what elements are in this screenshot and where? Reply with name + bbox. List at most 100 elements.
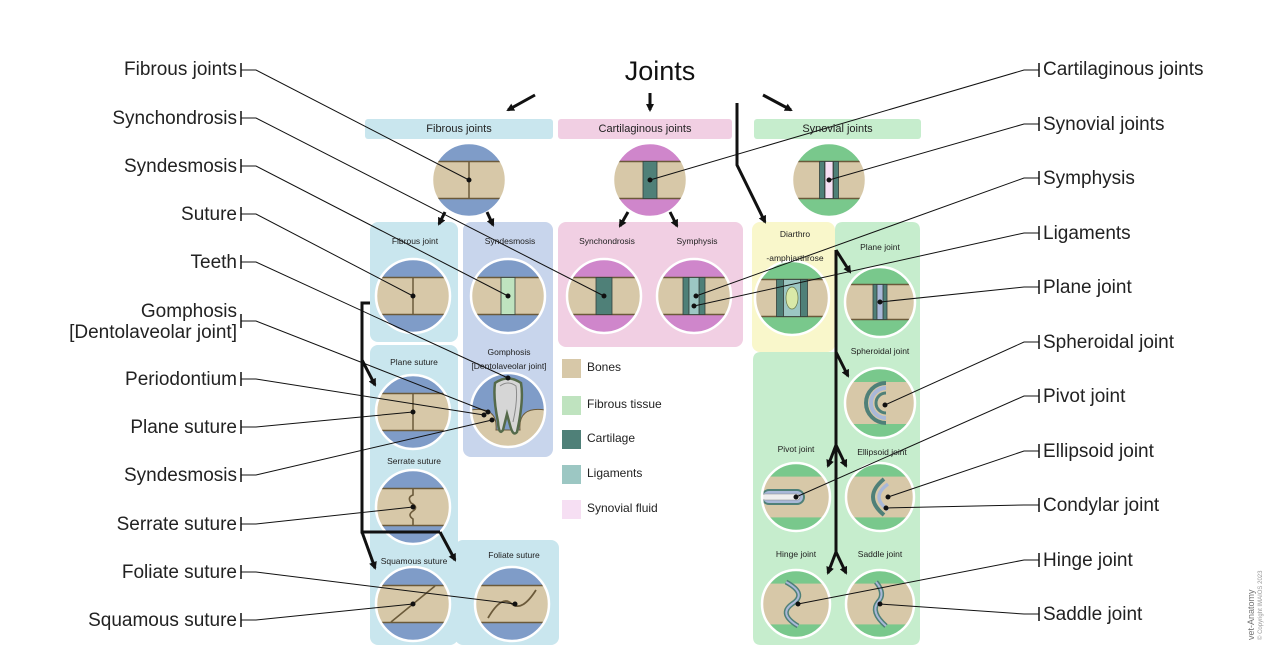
leader-squamous-suture (241, 603, 414, 621)
legend-swatch (562, 396, 581, 415)
leader-plane-joint (879, 286, 1039, 303)
leader-cartilaginous-joints (649, 69, 1039, 181)
label-syndesmosis: Syndesmosis (484, 236, 536, 246)
leader-spheroidal-joint (884, 341, 1039, 406)
legend-label: Ligaments (587, 466, 643, 480)
right-label: Cartilaginous joints (1043, 59, 1204, 80)
leader-symphysis (695, 177, 1039, 297)
foliate-suture-circle (473, 565, 551, 643)
leader-pivot-joint (795, 395, 1039, 498)
legend-swatch (562, 465, 581, 484)
label-foliate-suture: Foliate suture (488, 550, 540, 560)
leader-synchondrosis (241, 117, 605, 297)
label-plane-joint: Plane joint (860, 242, 900, 252)
leader-condylar-joint (885, 504, 1039, 509)
arrow-to-synchondrosis (618, 211, 630, 228)
left-label: [Dentolaveolar joint] (69, 322, 237, 343)
ellipsoid-joint-circle (844, 461, 916, 533)
legend-swatch (562, 500, 581, 519)
leader-fibrous-joints (241, 69, 470, 181)
leader-gomphosis (241, 320, 489, 413)
right-label: Condylar joint (1043, 495, 1160, 516)
legend-swatch (562, 430, 581, 449)
left-label: Plane suture (130, 417, 237, 438)
header-cartilaginous-joints: Cartilaginous joints (598, 123, 692, 135)
watermark-brand: vet-Anatomy (1246, 589, 1256, 640)
header-fibrous-joints: Fibrous joints (426, 123, 492, 135)
saddle-joint-circle (844, 568, 916, 640)
leader-syndesmosis (241, 165, 509, 297)
pivot-joint-circle (760, 461, 832, 533)
left-label: Squamous suture (88, 610, 237, 631)
fibrous-joints-circle (430, 141, 508, 219)
arrow-to-diarthro (735, 103, 767, 224)
legend-swatch (562, 359, 581, 378)
leader-plane-suture (241, 411, 414, 428)
leader-teeth (241, 261, 509, 379)
cartilaginous-header-bg (558, 119, 732, 139)
leader-periodontium (241, 378, 485, 416)
label-amphiarthrose: -amphiarthrose (766, 253, 824, 263)
right-label: Ligaments (1043, 223, 1131, 244)
label-spheroidal-joint: Spheroidal joint (850, 346, 910, 356)
label-dentolaveolar-joint: [Dentolaveolar joint] (471, 361, 547, 371)
left-label: Fibrous joints (124, 59, 237, 80)
header-synovial-joints: Synovial joints (802, 123, 873, 135)
arrow-to-plane-joint (834, 249, 852, 274)
leader-hinge-joint (797, 559, 1039, 605)
right-label: Synovial joints (1043, 114, 1165, 135)
left-label: Teeth (190, 252, 237, 273)
leader-ligaments (693, 232, 1039, 307)
watermark-copyright: © Copyright IMAIOS 2023 (1258, 570, 1264, 640)
left-label: Syndesmosis (124, 156, 237, 177)
arrow-to-foliate-suture (438, 531, 457, 562)
legend-label: Bones (587, 360, 622, 374)
label-diarthro: Diarthro (779, 229, 811, 239)
left-label: Foliate suture (121, 562, 237, 583)
right-label: Saddle joint (1043, 604, 1143, 625)
arrow-to-ellipsoid-joint (834, 444, 848, 468)
arrow-to-squamous-suture (360, 531, 377, 570)
legend-label: Synovial fluid (587, 501, 658, 515)
arrow-to-saddle-joint (834, 551, 848, 575)
label-gomphosis: Gomphosis (487, 347, 531, 357)
right-label: Hinge joint (1043, 550, 1133, 571)
arrow-title-to-synovial (762, 93, 793, 112)
left-label: Synchondrosis (112, 108, 237, 129)
fibrous-header-bg (365, 119, 553, 139)
leader-foliate-suture (241, 571, 516, 605)
label-serrate-suture: Serrate suture (387, 456, 441, 466)
synovial-header-bg (754, 119, 921, 139)
right-label: Ellipsoid joint (1043, 441, 1154, 462)
legend-label: Cartilage (587, 431, 636, 445)
legend-label: Fibrous tissue (587, 397, 662, 411)
arrow-to-symphysis (668, 211, 679, 228)
suture-trunk-line (360, 301, 440, 534)
label-squamous-suture: Squamous suture (380, 556, 448, 566)
leader-syndesmosis-tooth (241, 419, 493, 476)
right-label: Symphysis (1043, 168, 1135, 189)
left-label: Periodontium (125, 369, 237, 390)
arrow-to-spheroidal-joint (834, 351, 850, 378)
left-label: Suture (181, 204, 237, 225)
label-pivot-joint: Pivot joint (777, 444, 815, 454)
diarthro-amphiarthrose-circle (753, 259, 831, 337)
right-label: Plane joint (1043, 277, 1132, 298)
label-hinge-joint: Hinge joint (775, 549, 817, 559)
fibrous-joint-circle (374, 257, 452, 335)
arrow-title-to-fibrous (506, 93, 536, 112)
label-ellipsoid-joint: Ellipsoid joint (857, 447, 907, 457)
leader-ellipsoid-joint (887, 450, 1039, 498)
label-fibrous-joint: Fibrous joint (391, 236, 439, 246)
hinge-joint-circle (760, 568, 832, 640)
diagram-title: Joints (624, 56, 696, 86)
label-synchondrosis: Synchondrosis (579, 236, 635, 246)
cartilaginous-joints-circle (611, 141, 689, 219)
leader-synovial-joints (828, 123, 1039, 181)
label-symphysis: Symphysis (676, 236, 718, 246)
leader-suture (241, 213, 414, 297)
leader-serrate-suture (241, 506, 414, 525)
arrow-to-syndesmosis (485, 211, 495, 227)
